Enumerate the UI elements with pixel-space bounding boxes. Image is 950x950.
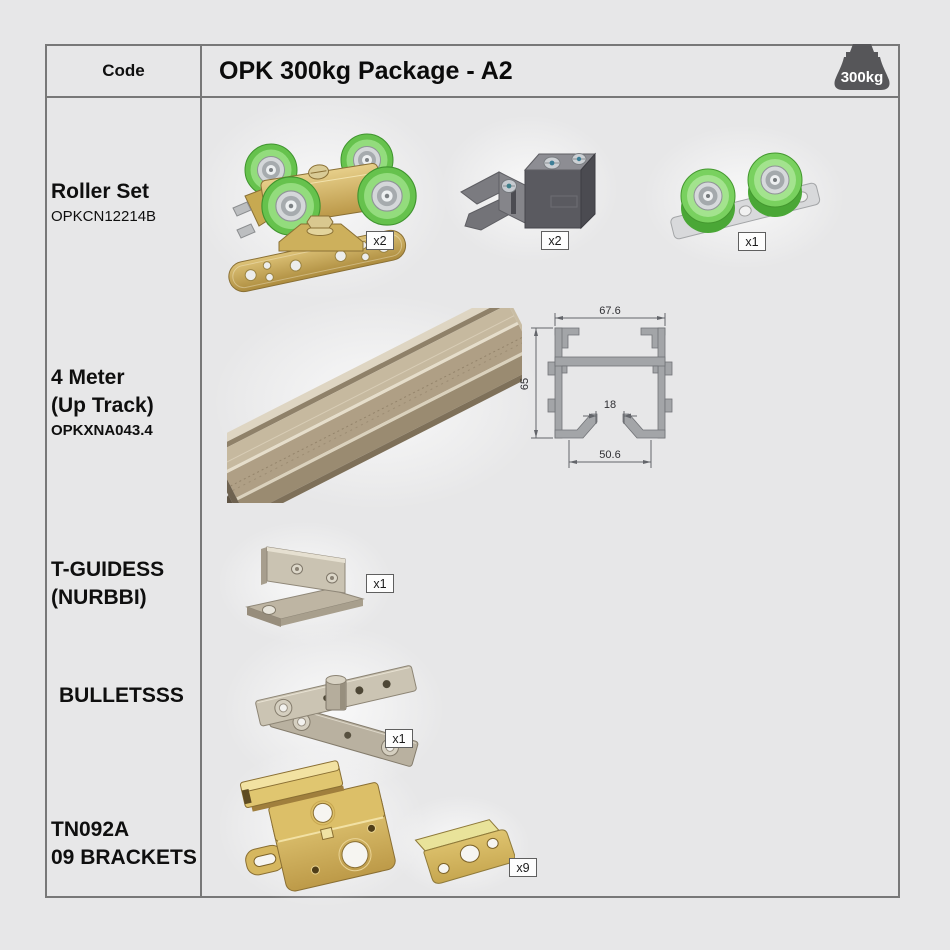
screw-icon (571, 153, 587, 165)
up-track-name-line1: 4 Meter (51, 366, 125, 389)
bracket-large-body (239, 760, 396, 892)
t-guide-name-line1: T-GUIDESS (51, 558, 165, 581)
bracket-small-image (414, 819, 515, 884)
table-header-row: Code OPK 300kg Package - A2 (47, 46, 898, 98)
row-label-roller-set: Roller Set OPKCN12214B (51, 178, 156, 227)
pivot-pin (325, 675, 347, 711)
anti-jump-clip (232, 201, 252, 217)
screw-icon (501, 179, 517, 193)
table-body: Roller Set OPKCN12214B 4 Meter (Up Track… (47, 98, 898, 906)
screw-hole (486, 837, 499, 849)
up-track-photo-image (227, 308, 522, 503)
track-stopper-image (460, 152, 597, 231)
round-hole (459, 844, 480, 863)
dim-top-width: 67.6 (599, 305, 620, 317)
round-hole (341, 841, 369, 869)
qty-badge-pivot: x1 (385, 729, 413, 748)
guide-wheel-icon (680, 168, 736, 233)
roller-wheel-icon (261, 176, 321, 236)
code-column-header: Code (47, 46, 202, 96)
slot-hole (253, 853, 277, 867)
qty-badge-t-guide: x1 (366, 574, 394, 593)
up-track-code: OPKXNA043.4 (51, 422, 153, 439)
roller-wheel-icon (357, 166, 417, 226)
dim-bottom-width: 50.6 (599, 449, 620, 461)
row-label-brackets: TN092A 09 BRACKETS (51, 816, 197, 872)
t-guide-image (245, 546, 365, 627)
row-label-up-track: 4 Meter (Up Track) OPKXNA043.4 (51, 364, 154, 441)
bracket-small-body (414, 819, 515, 884)
page-title: OPK 300kg Package - A2 (219, 56, 513, 85)
guide-base-front (247, 607, 281, 627)
package-table: Code OPK 300kg Package - A2 Roller Set O… (45, 44, 900, 906)
nub (319, 826, 335, 841)
guide-base-edge (281, 599, 363, 626)
track-bar (227, 308, 522, 503)
t-guide-name-line2: (NURBBI) (51, 586, 147, 609)
row-label-bullet: BULLETSSS (59, 682, 184, 710)
profile-shape (547, 327, 673, 439)
guide-upright-edge (267, 547, 345, 563)
row-label-t-guide: T-GUIDESS (NURBBI) (51, 556, 164, 612)
weight-capacity-badge: 300kg (834, 44, 890, 90)
screw-hole (366, 823, 376, 833)
qty-badge-stopper: x2 (541, 231, 569, 250)
roller-set-4wheel-image (228, 133, 417, 293)
qty-badge-guide-roller: x1 (738, 232, 766, 251)
emboss-mark (550, 195, 578, 208)
dim-slot-width: 18 (604, 399, 616, 411)
weight-badge-label: 300kg (841, 69, 884, 86)
screw-hole (262, 605, 276, 615)
stopper-body-front (524, 169, 582, 229)
screw-hole (291, 563, 303, 575)
code-column (47, 98, 202, 896)
qty-badge-brackets: x9 (509, 858, 537, 877)
pivot-set-image (255, 665, 419, 767)
round-hole (312, 802, 333, 823)
roller-set-name: Roller Set (51, 180, 150, 203)
hex-nut (306, 215, 334, 229)
screw-hole (437, 862, 450, 874)
dim-height: 65 (519, 378, 531, 390)
brackets-name-line2: 09 BRACKETS (51, 846, 197, 869)
stopper-body-side (580, 152, 596, 230)
qty-badge-roller: x2 (366, 231, 394, 250)
dimension-lines (531, 313, 666, 468)
double-guide-roller-image (670, 152, 821, 240)
screw-hole (310, 865, 320, 875)
screw-hole (326, 572, 338, 584)
brackets-name-line1: TN092A (51, 818, 130, 841)
u-bracket (278, 223, 364, 252)
weight-body-icon (834, 57, 890, 90)
anti-jump-clip (236, 223, 256, 239)
guide-tab (261, 547, 267, 585)
clamp-slot (511, 188, 516, 214)
bracket-large-image (239, 760, 396, 892)
guide-wheel-icon (747, 152, 803, 217)
roller-set-code: OPKCN12214B (51, 208, 157, 225)
screw-icon (543, 156, 561, 170)
bullet-name: BULLETSSS (59, 684, 184, 707)
track-profile-drawing: 67.6 65 18 50.6 (519, 305, 673, 468)
up-track-name-line2: (Up Track) (51, 394, 154, 417)
dimension-arrows (534, 316, 665, 464)
weight-handle-icon (846, 44, 878, 57)
dimension-labels: 67.6 65 18 50.6 (519, 305, 621, 461)
